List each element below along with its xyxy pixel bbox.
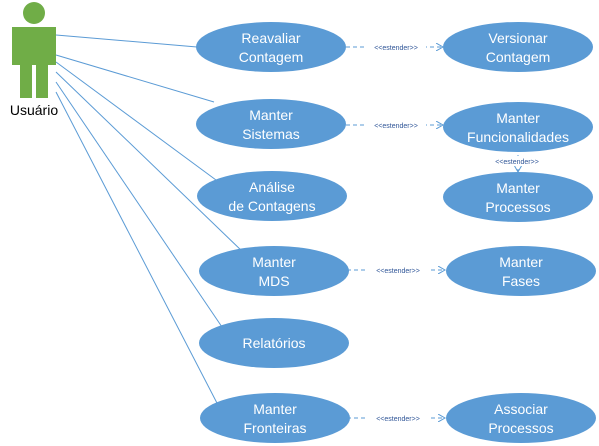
extend-arrows	[346, 47, 518, 418]
usecase-label-line1: Associar	[494, 401, 548, 417]
usecase-manter-processos: Manter Processos	[443, 172, 593, 222]
usecase-manter-funcionalidades: Manter Funcionalidades	[443, 102, 593, 152]
association-manter-sistemas	[55, 54, 215, 103]
usecase-manter-mds: Manter MDS	[199, 246, 349, 296]
usecase-label-line1: Manter	[499, 254, 543, 270]
extend-label-funcionalidades: <<estender>>	[374, 123, 418, 130]
usecase-label-line1: Manter	[249, 107, 293, 123]
extend-label-fases: <<estender>>	[376, 268, 420, 275]
usecase-label-line2: Fases	[502, 273, 540, 289]
usecase-label-line2: Processos	[485, 199, 550, 215]
actor-usuario: Usuário	[10, 2, 58, 118]
extend-label-versionar: <<estender>>	[374, 45, 418, 52]
usecase-label-line1: Reavaliar	[241, 30, 300, 46]
usecase-label-line2: Contagem	[239, 49, 304, 65]
usecase-manter-fronteiras: Manter Fronteiras	[200, 393, 350, 443]
usecase-label-line1: Manter	[253, 401, 297, 417]
usecase-associar-processos: Associar Processos	[446, 393, 596, 443]
association-analise	[55, 61, 217, 181]
usecase-label-line2: Sistemas	[242, 126, 300, 142]
usecase-label-line2: Processos	[488, 420, 553, 436]
usecase-relatorios: Relatórios	[199, 318, 349, 368]
association-reavaliar	[55, 34, 198, 48]
usecase-label-line1: Manter	[252, 254, 296, 270]
usecase-label-line1: Manter	[496, 180, 540, 196]
association-manter-mds	[55, 71, 245, 254]
actor-icon	[12, 2, 56, 98]
usecase-label-line2: MDS	[258, 273, 289, 289]
extend-label-associar: <<estender>>	[376, 416, 420, 423]
usecase-analise-de-contagens: Análise de Contagens	[197, 171, 347, 221]
usecase-versionar-contagem: Versionar Contagem	[443, 22, 593, 72]
usecase-reavaliar-contagem: Reavaliar Contagem	[196, 22, 346, 72]
usecase-manter-sistemas: Manter Sistemas	[196, 99, 346, 149]
association-manter-fronteiras	[55, 91, 219, 406]
usecase-label-line2: de Contagens	[228, 198, 315, 214]
usecase-label-line1: Relatórios	[242, 335, 305, 351]
usecase-label-line1: Manter	[496, 110, 540, 126]
association-lines	[55, 34, 245, 406]
usecase-label-line2: Funcionalidades	[467, 129, 569, 145]
usecase-label-line1: Versionar	[488, 30, 547, 46]
usecase-label-line1: Análise	[249, 179, 295, 195]
extend-label-processos: <<estender>>	[495, 159, 539, 166]
actor-label: Usuário	[10, 102, 58, 118]
usecase-manter-fases: Manter Fases	[446, 246, 596, 296]
extend-labels: <<estender>> <<estender>> <<estender>> <…	[366, 42, 548, 423]
association-relatorios	[55, 81, 223, 328]
usecase-label-line2: Fronteiras	[243, 420, 306, 436]
usecase-label-line2: Contagem	[486, 49, 551, 65]
